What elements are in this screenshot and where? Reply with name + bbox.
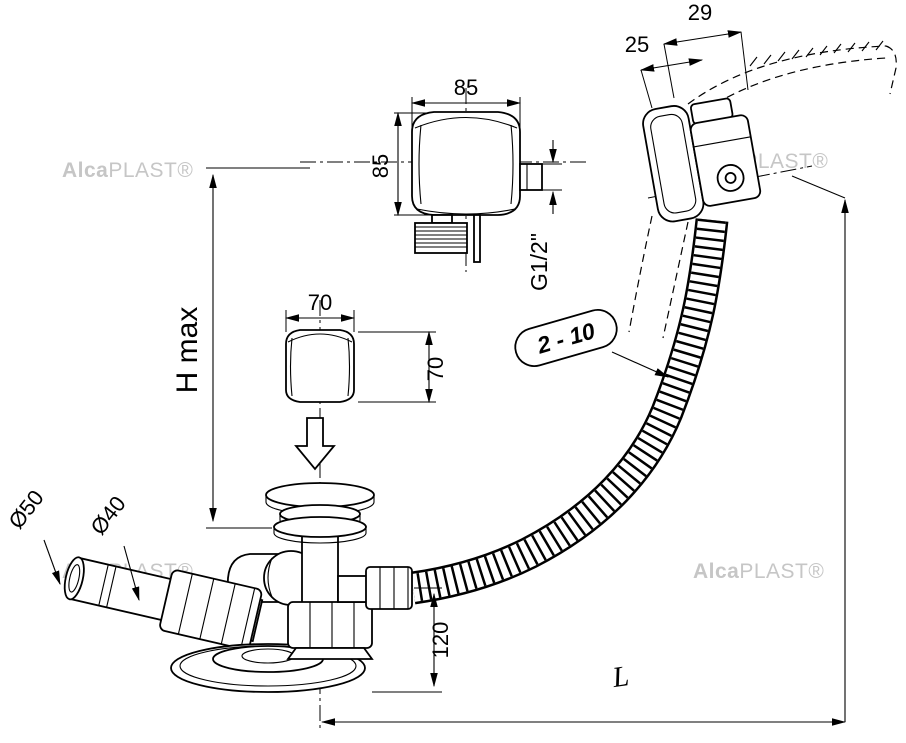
tee-arm	[337, 575, 369, 603]
dia-50-label: Ø50	[3, 485, 48, 533]
dia-40-label: Ø40	[85, 491, 130, 539]
length-dimension: L	[320, 175, 849, 726]
dim-120: 120	[372, 587, 453, 693]
overflow-assembly	[642, 97, 762, 223]
watermark-alcaplast: AlcaPLAST®	[693, 560, 824, 583]
rim-thickness-badge: 2 - 10	[514, 309, 670, 378]
mid-knob-dimensions: 70 70	[284, 290, 448, 404]
h-max-dimension: H max	[171, 167, 310, 529]
hose-nut	[365, 566, 413, 610]
dim-29-label: 29	[688, 0, 712, 25]
mid-knob	[285, 329, 355, 403]
length-label: L	[610, 660, 631, 694]
dim-85-width-label: 85	[454, 75, 478, 100]
watermark-alcaplast: AlcaPLAST®	[62, 159, 193, 182]
outlet-pipe	[63, 556, 264, 651]
dim-70-width-label: 70	[308, 290, 332, 315]
drain-assembly	[63, 482, 413, 693]
flexible-hose	[410, 218, 729, 605]
drain-plug-cap	[265, 482, 375, 544]
rim-dimensions: 29 25	[625, 0, 749, 109]
dim-25-label: 25	[625, 32, 649, 57]
bath-rim	[628, 40, 897, 339]
drain-body-nut	[287, 601, 373, 649]
assembly-direction-arrow	[294, 417, 336, 471]
h-max-label: H max	[171, 307, 204, 394]
dim-85-height-label: 85	[368, 154, 393, 178]
dim-70-height-label: 70	[423, 357, 448, 381]
thread-size-label: G1/2"	[526, 233, 552, 291]
top-knob-dimensions: 85 85 G1/2"	[368, 75, 562, 291]
top-knob	[411, 111, 543, 263]
dim-120-label: 120	[428, 622, 453, 659]
